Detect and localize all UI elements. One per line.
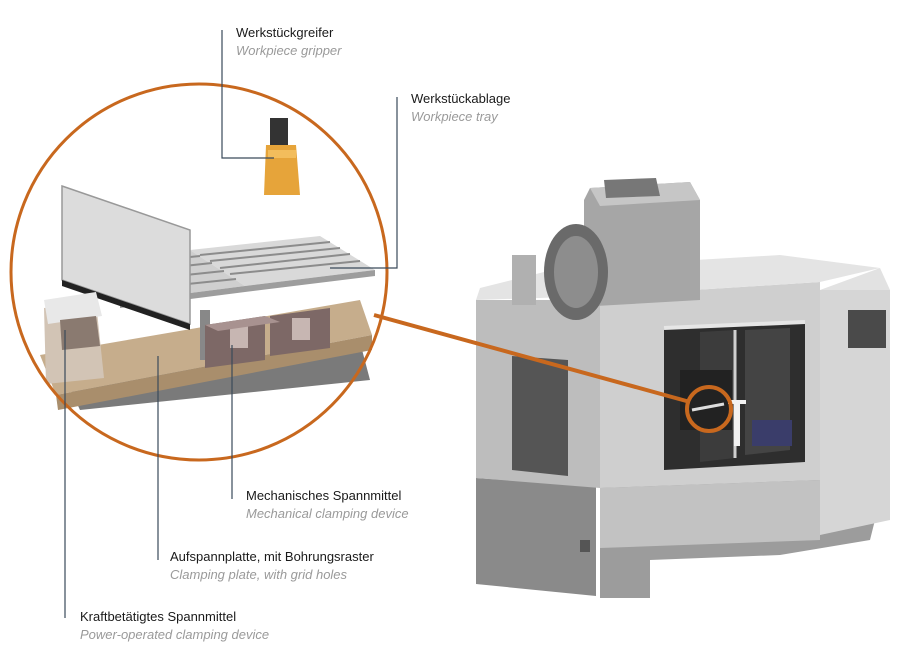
label-clamping-plate: Aufspannplatte, mit Bohrungsraster Clamp… [170, 548, 374, 584]
label-de: Mechanisches Spannmittel [246, 488, 402, 503]
detail-view [9, 82, 389, 462]
label-power-operated-clamping-device: Kraftbetätigtes Spannmittel Power-operat… [80, 608, 269, 644]
label-en: Clamping plate, with grid holes [170, 567, 348, 582]
label-en: Power-operated clamping device [80, 627, 270, 642]
label-de: Kraftbetätigtes Spannmittel [80, 609, 237, 624]
machining-center [476, 178, 890, 598]
label-workpiece-gripper: Werkstückgreifer Workpiece gripper [236, 24, 342, 60]
leader-lines [64, 30, 398, 618]
label-en: Workpiece tray [411, 109, 498, 124]
label-mechanical-clamping-device: Mechanisches Spannmittel Mechanical clam… [246, 487, 409, 523]
callout-connector [373, 313, 691, 404]
label-de: Werkstückablage [411, 91, 511, 106]
label-en: Workpiece gripper [236, 43, 342, 58]
label-de: Werkstückgreifer [236, 25, 334, 40]
label-workpiece-tray: Werkstückablage Workpiece tray [411, 90, 510, 126]
label-en: Mechanical clamping device [246, 506, 409, 521]
leader-gripper [221, 30, 274, 159]
label-de: Aufspannplatte, mit Bohrungsraster [170, 549, 374, 564]
leader-tray [330, 97, 398, 269]
